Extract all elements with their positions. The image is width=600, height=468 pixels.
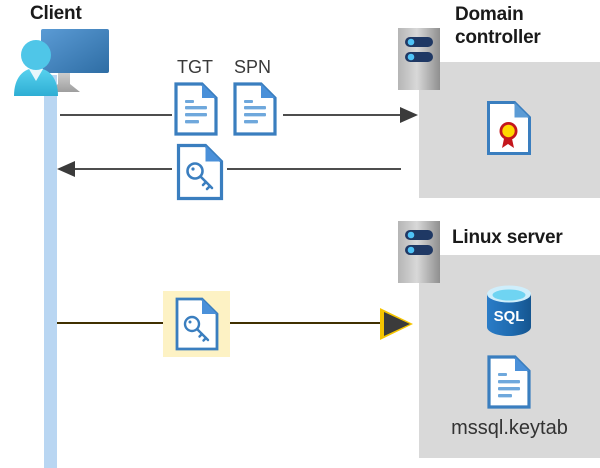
ticket-key-document-icon [176,143,224,201]
client-lifeline [44,75,57,468]
domain-controller-title-line2: controller [455,27,541,48]
response-line-right [227,168,401,170]
tgt-label: TGT [177,57,213,77]
spn-document-icon [233,82,277,136]
keytab-document-icon [487,355,531,409]
user-monitor-icon [6,24,112,96]
request-arrowhead-icon [400,107,418,123]
service-ticket-line-left-core [57,322,172,324]
domain-controller-title-line1: Domain [455,4,524,25]
request-line-right [283,114,401,116]
service-ticket-line-right-core [227,322,387,324]
response-line-left [74,168,172,170]
service-ticket-key-document-icon [175,297,219,351]
linux-server-rack-icon [398,221,440,283]
spn-label: SPN [234,57,272,77]
response-arrowhead-icon [57,161,75,177]
domain-controller-title: Domain controller [455,3,595,49]
tgt-document-icon [174,82,218,136]
service-ticket-arrowhead-icon [384,312,410,336]
request-line-left [60,114,172,116]
sql-database-icon: SQL [484,283,534,341]
domain-controller-server-rack-icon [398,28,440,90]
keytab-file-label: mssql.keytab [451,417,568,439]
sql-database-label: SQL [494,308,525,325]
client-title: Client [30,3,82,24]
certificate-document-icon [486,100,532,156]
linux-server-title: Linux server [452,227,563,248]
